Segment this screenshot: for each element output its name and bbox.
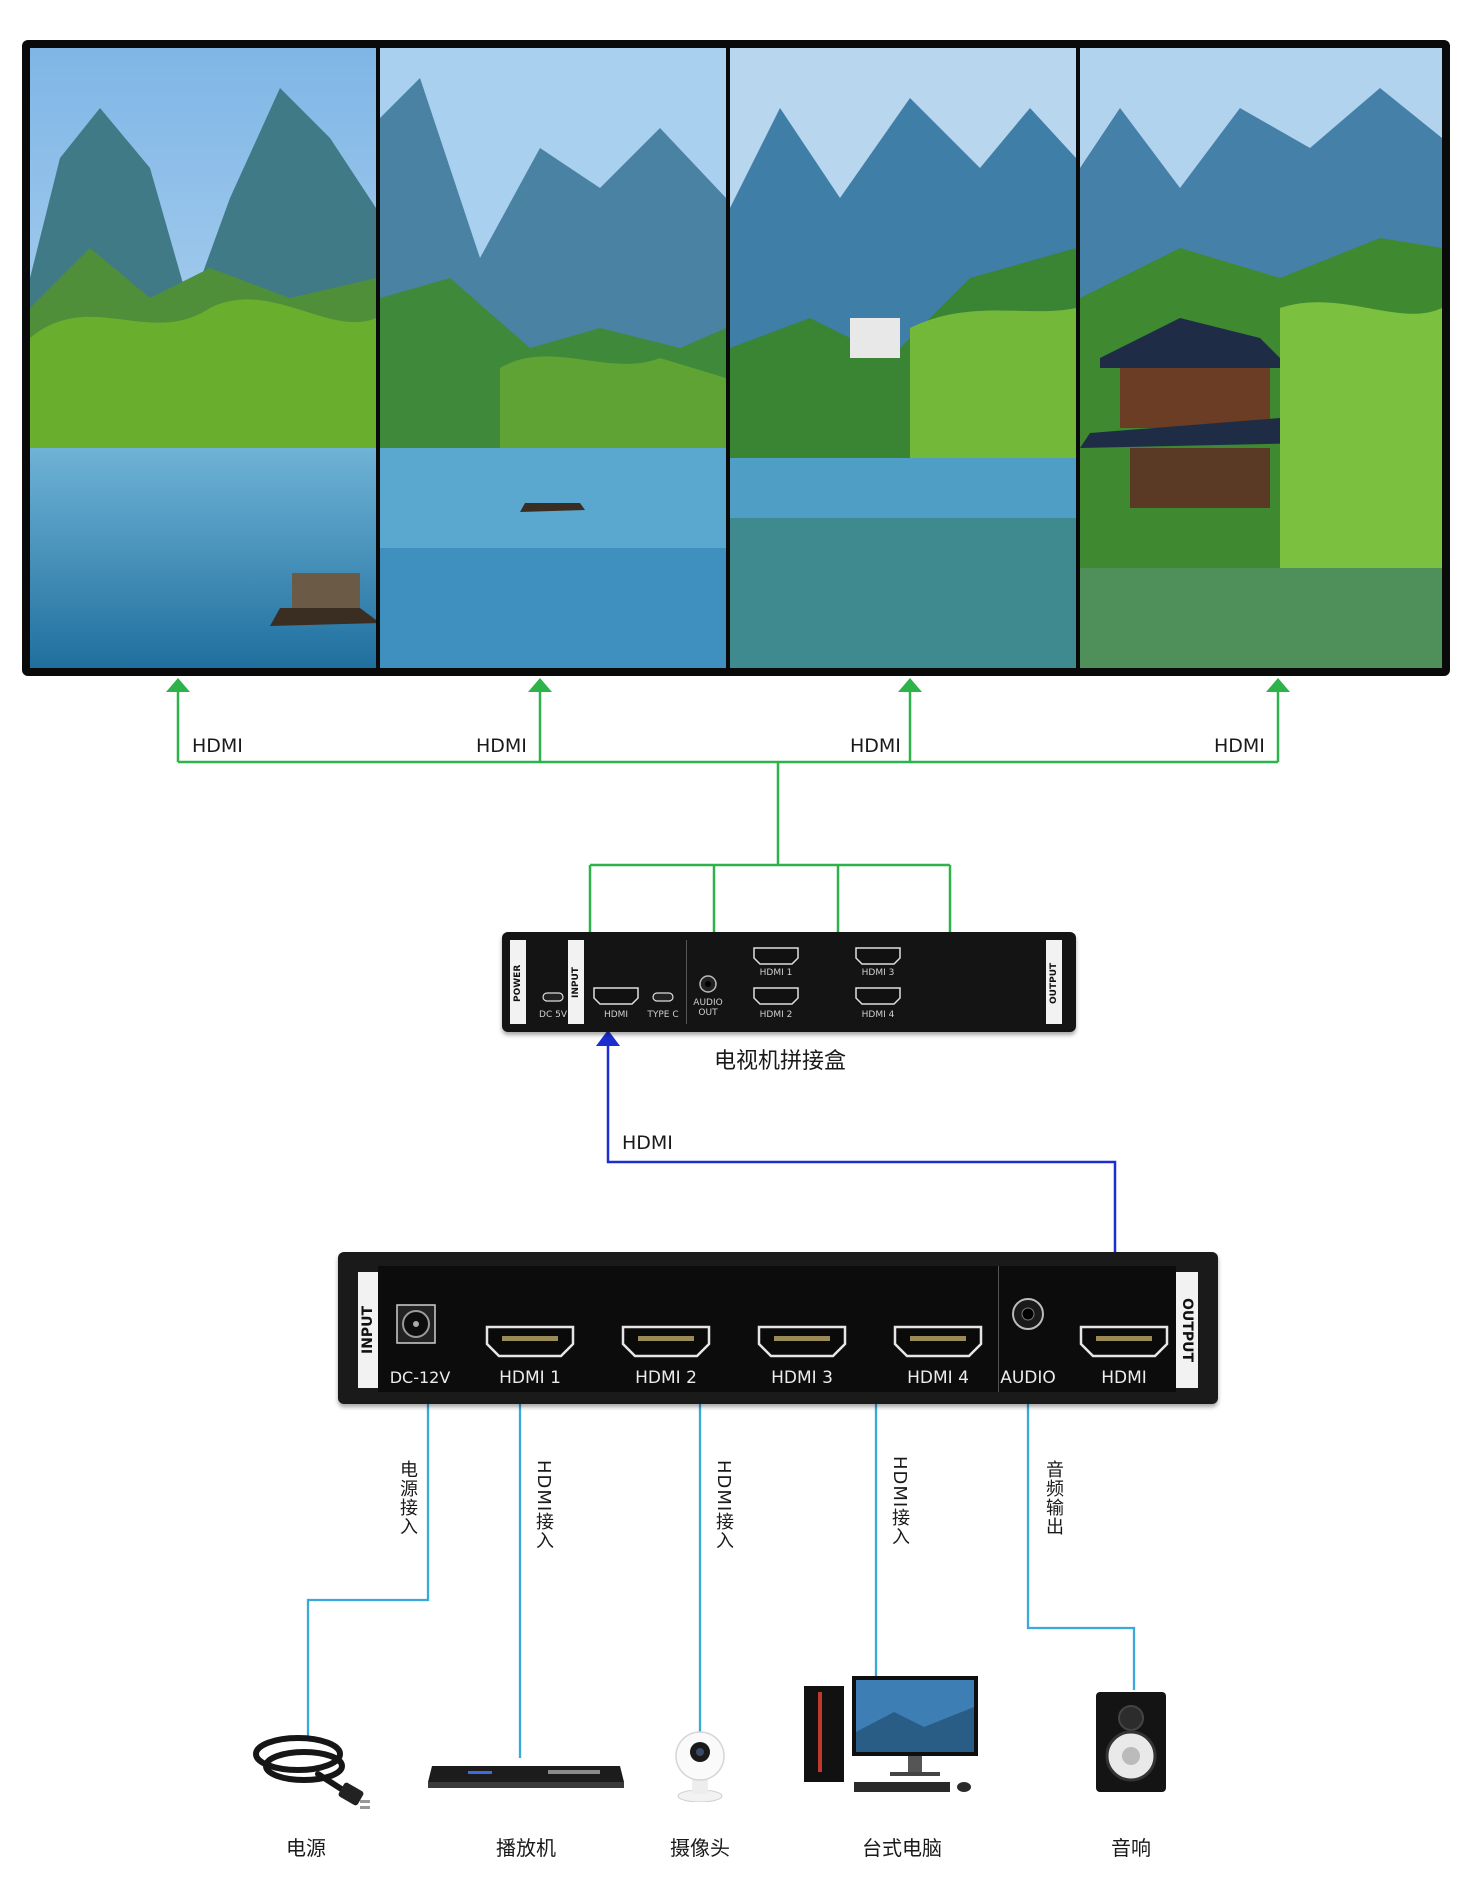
splicer-dc-label: DC 5V — [539, 1010, 567, 1020]
switch-hdmi-out-label: HDMI — [1101, 1368, 1147, 1388]
audio-jack-icon — [1012, 1298, 1044, 1330]
desktop-computer-icon — [804, 1676, 978, 1792]
switch-port-3-label: HDMI 3 — [771, 1368, 833, 1388]
splicer-power-label: POWER — [513, 964, 523, 1002]
connection-label-power: 电源接入 — [397, 1460, 418, 1536]
output-lines — [176, 688, 1280, 935]
audio-line — [1026, 1392, 1136, 1690]
switch-audio-label: AUDIO — [1000, 1368, 1056, 1388]
dc-jack-icon — [396, 1304, 436, 1344]
splicer-output-strip — [1046, 940, 1062, 1024]
hdmi-port-icon — [855, 987, 901, 1005]
input-link-line — [606, 1040, 1117, 1325]
switch-output-label: OUTPUT — [1179, 1298, 1195, 1362]
wall-panel-2 — [380, 48, 726, 668]
switch-output-strip — [1176, 1272, 1198, 1388]
hdmi-port-icon — [893, 1325, 983, 1358]
hdmi-port-icon — [855, 947, 901, 965]
splicer-typec-label: TYPE C — [647, 1010, 679, 1020]
usb-c-port-icon — [652, 992, 674, 1002]
power-line — [306, 1392, 430, 1740]
switch-input-strip — [358, 1272, 378, 1388]
device-label-desktop: 台式电脑 — [862, 1836, 942, 1860]
hdmi-port-icon — [593, 987, 639, 1005]
switch-port-1-label: HDMI 1 — [499, 1368, 561, 1388]
connection-label-hdmi-3: HDMI接入 — [889, 1456, 910, 1547]
hdmi-port-icon — [1079, 1325, 1169, 1358]
switch-dc-label: DC-12V — [389, 1368, 451, 1387]
hdmi-switch-box: INPUT OUTPUT DC-12V HDMI 1 HDMI 2 HDMI 3… — [338, 1252, 1218, 1404]
hdmi-port-icon — [753, 987, 799, 1005]
device-label-camera: 摄像头 — [670, 1836, 730, 1860]
arrow-up-icon — [1266, 678, 1290, 692]
hdmi-port-icon — [757, 1325, 847, 1358]
arrow-up-icon — [898, 678, 922, 692]
output-label-3: HDMI — [850, 735, 901, 757]
splicer-output-label: OUTPUT — [1049, 962, 1059, 1004]
splicer-divider — [686, 940, 687, 1024]
splicer-hdmi3-label: HDMI 3 — [861, 968, 895, 978]
splicer-hdmi-label: HDMI — [603, 1010, 629, 1020]
splicer-input-strip — [568, 940, 584, 1024]
usb-c-port-icon — [542, 992, 564, 1002]
splicer-hdmi1-label: HDMI 1 — [759, 968, 793, 978]
connection-label-hdmi-1: HDMI接入 — [533, 1460, 554, 1551]
camera-icon — [675, 1731, 725, 1802]
splicer-caption: 电视机拼接盒 — [714, 1049, 847, 1074]
splicer-hdmi2-label: HDMI 2 — [759, 1010, 793, 1020]
connection-label-audio: 音频输出 — [1043, 1460, 1064, 1536]
device-label-player: 播放机 — [496, 1836, 556, 1860]
output-label-4: HDMI — [1214, 735, 1265, 757]
output-label-1: HDMI — [192, 735, 243, 757]
splicer-input-label: INPUT — [571, 967, 581, 999]
splicer-power-strip — [510, 940, 526, 1024]
arrow-up-icon — [528, 678, 552, 692]
wall-panel-1 — [30, 48, 376, 668]
output-label-2: HDMI — [476, 735, 527, 757]
wall-panel-3 — [730, 48, 1076, 668]
hdmi-port-icon — [621, 1325, 711, 1358]
arrow-up-icon — [166, 678, 190, 692]
speaker-icon — [1096, 1692, 1166, 1792]
splicer-box: POWER INPUT OUTPUT DC 5V HDMI TYPE C AUD… — [502, 932, 1076, 1032]
wall-panel-4 — [1080, 48, 1442, 668]
splicer-audio-out-label: AUDIO OUT — [693, 998, 723, 1018]
splicer-hdmi4-label: HDMI 4 — [861, 1010, 895, 1020]
switch-divider — [998, 1266, 999, 1392]
hdmi-port-icon — [753, 947, 799, 965]
switch-input-label: INPUT — [360, 1305, 376, 1355]
power-cable-icon — [253, 1735, 370, 1809]
switch-port-2-label: HDMI 2 — [635, 1368, 697, 1388]
connection-label-hdmi-2: HDMI接入 — [713, 1460, 734, 1551]
hdmi-port-icon — [485, 1325, 575, 1358]
arrow-up-icon — [596, 1030, 620, 1046]
device-label-speaker: 音响 — [1111, 1836, 1151, 1860]
media-player-icon — [428, 1766, 624, 1788]
device-label-power: 电源 — [286, 1836, 326, 1860]
link-label: HDMI — [622, 1132, 673, 1154]
audio-jack-icon — [699, 975, 717, 993]
switch-port-4-label: HDMI 4 — [907, 1368, 969, 1388]
